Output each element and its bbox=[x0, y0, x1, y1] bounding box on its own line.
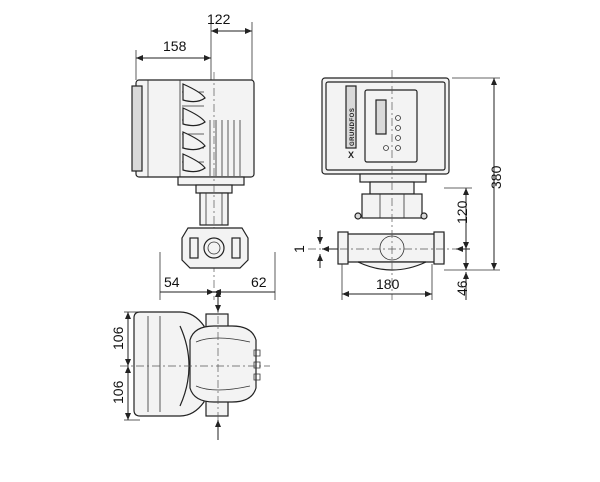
pump-body-front bbox=[181, 227, 249, 269]
brand-mark: X bbox=[348, 150, 355, 160]
motor-top bbox=[133, 311, 205, 417]
dim-54: 54 bbox=[159, 252, 214, 300]
flow-arrow-icon: 1 bbox=[291, 230, 470, 268]
motor-housing bbox=[131, 79, 255, 186]
dim-380: 380 bbox=[444, 77, 504, 271]
pump-stand bbox=[195, 72, 233, 300]
dim-180: 180 bbox=[341, 264, 433, 300]
dim-158: 158 bbox=[135, 38, 211, 80]
dim-120: 120 bbox=[444, 187, 472, 249]
dim-62: 62 bbox=[214, 252, 276, 300]
dim-46: 46 bbox=[454, 249, 470, 300]
motor-box: GRUNDFOS X bbox=[321, 77, 450, 195]
pump-top bbox=[120, 300, 270, 440]
top-view: 106 106 bbox=[110, 300, 270, 440]
dim-label-106-lower: 106 bbox=[110, 380, 126, 404]
dim-label-54: 54 bbox=[164, 274, 180, 290]
pump-body-side bbox=[308, 70, 470, 300]
dim-106-lower: 106 bbox=[110, 366, 140, 421]
brand-logo-icon: GRUNDFOS bbox=[350, 108, 356, 146]
dim-label-180: 180 bbox=[376, 276, 400, 292]
dim-label-380: 380 bbox=[488, 165, 504, 189]
dim-106-upper: 106 bbox=[110, 311, 140, 366]
side-view: GRUNDFOS X 1 bbox=[291, 70, 504, 300]
pump-stand-side bbox=[354, 193, 428, 220]
dim-label-120: 120 bbox=[454, 200, 470, 224]
front-view: 158 122 bbox=[131, 11, 276, 305]
dim-122: 122 bbox=[207, 11, 253, 80]
dim-label-46: 46 bbox=[454, 280, 470, 296]
dim-label-158: 158 bbox=[163, 38, 187, 54]
dim-label-1: 1 bbox=[291, 245, 307, 253]
dim-label-62: 62 bbox=[251, 274, 267, 290]
dim-label-106-upper: 106 bbox=[110, 326, 126, 350]
dim-label-122: 122 bbox=[207, 11, 231, 27]
